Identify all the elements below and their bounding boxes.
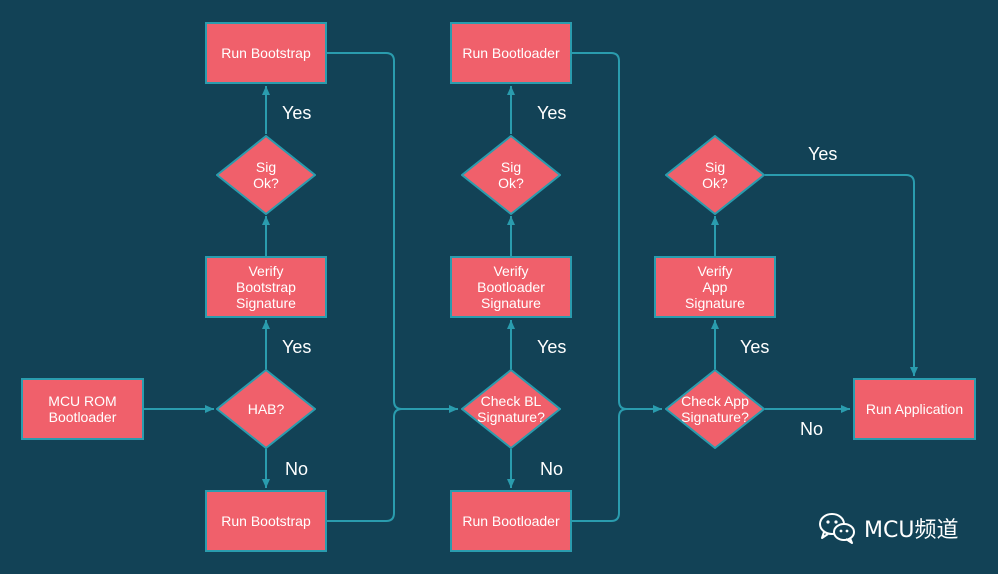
edge-sig3-to-run-application — [765, 174, 918, 376]
node-verify-bootloader-signature: Verify Bootloader Signature — [450, 256, 572, 318]
hab-decision-label: HAB? — [247, 401, 285, 417]
node-sig-ok-2-decision: Sig Ok? — [461, 135, 561, 215]
node-run-bootloader-top: Run Bootloader — [450, 22, 572, 84]
watermark-text: MCU频道 — [864, 518, 959, 543]
watermark: MCU频道 — [818, 510, 958, 546]
node-mcu-rom-bootloader: MCU ROM Bootloader — [21, 378, 144, 440]
edge-label-hab-yes: Yes — [282, 337, 312, 357]
sig-ok-2-label: Sig Ok? — [498, 159, 524, 191]
node-run-application: Run Application — [853, 378, 976, 440]
node-sig-ok-3-decision: Sig Ok? — [665, 135, 765, 215]
sig-ok-3-label: Sig Ok? — [702, 159, 728, 191]
edge-run-bootstrap-top-to-check-bl — [327, 52, 458, 413]
check-bl-label: Check BL Signature? — [477, 393, 545, 425]
edge-label-sig3-yes: Yes — [808, 144, 838, 164]
node-check-bl-decision: Check BL Signature? — [461, 369, 561, 449]
edge-label-sig2-yes: Yes — [537, 103, 567, 123]
node-hab-decision: HAB? — [216, 369, 316, 449]
check-app-label: Check App Signature? — [681, 393, 749, 425]
node-verify-app-signature: Verify App Signature — [654, 256, 776, 318]
edge-label-checkapp-yes: Yes — [740, 337, 770, 357]
edge-run-bootloader-top-to-check-app — [572, 52, 662, 413]
node-run-bootstrap-bottom: Run Bootstrap — [205, 490, 327, 552]
node-sig-ok-1-decision: Sig Ok? — [216, 135, 316, 215]
edge-label-sig1-yes: Yes — [282, 103, 312, 123]
edge-label-hab-no: No — [285, 459, 309, 479]
edge-label-checkapp-no: No — [800, 419, 824, 439]
node-run-bootstrap-top: Run Bootstrap — [205, 22, 327, 84]
node-run-bootloader-bottom: Run Bootloader — [450, 490, 572, 552]
edge-label-checkbl-no: No — [540, 459, 564, 479]
edge-run-bootstrap-bottom-to-check-bl — [327, 408, 403, 522]
node-verify-bootstrap-signature: Verify Bootstrap Signature — [205, 256, 327, 318]
edge-run-bootloader-bottom-to-check-app — [572, 408, 628, 522]
wechat-icon — [819, 513, 855, 544]
sig-ok-1-label: Sig Ok? — [253, 159, 279, 191]
edge-label-checkbl-yes: Yes — [537, 337, 567, 357]
node-check-app-decision: Check App Signature? — [665, 369, 765, 449]
